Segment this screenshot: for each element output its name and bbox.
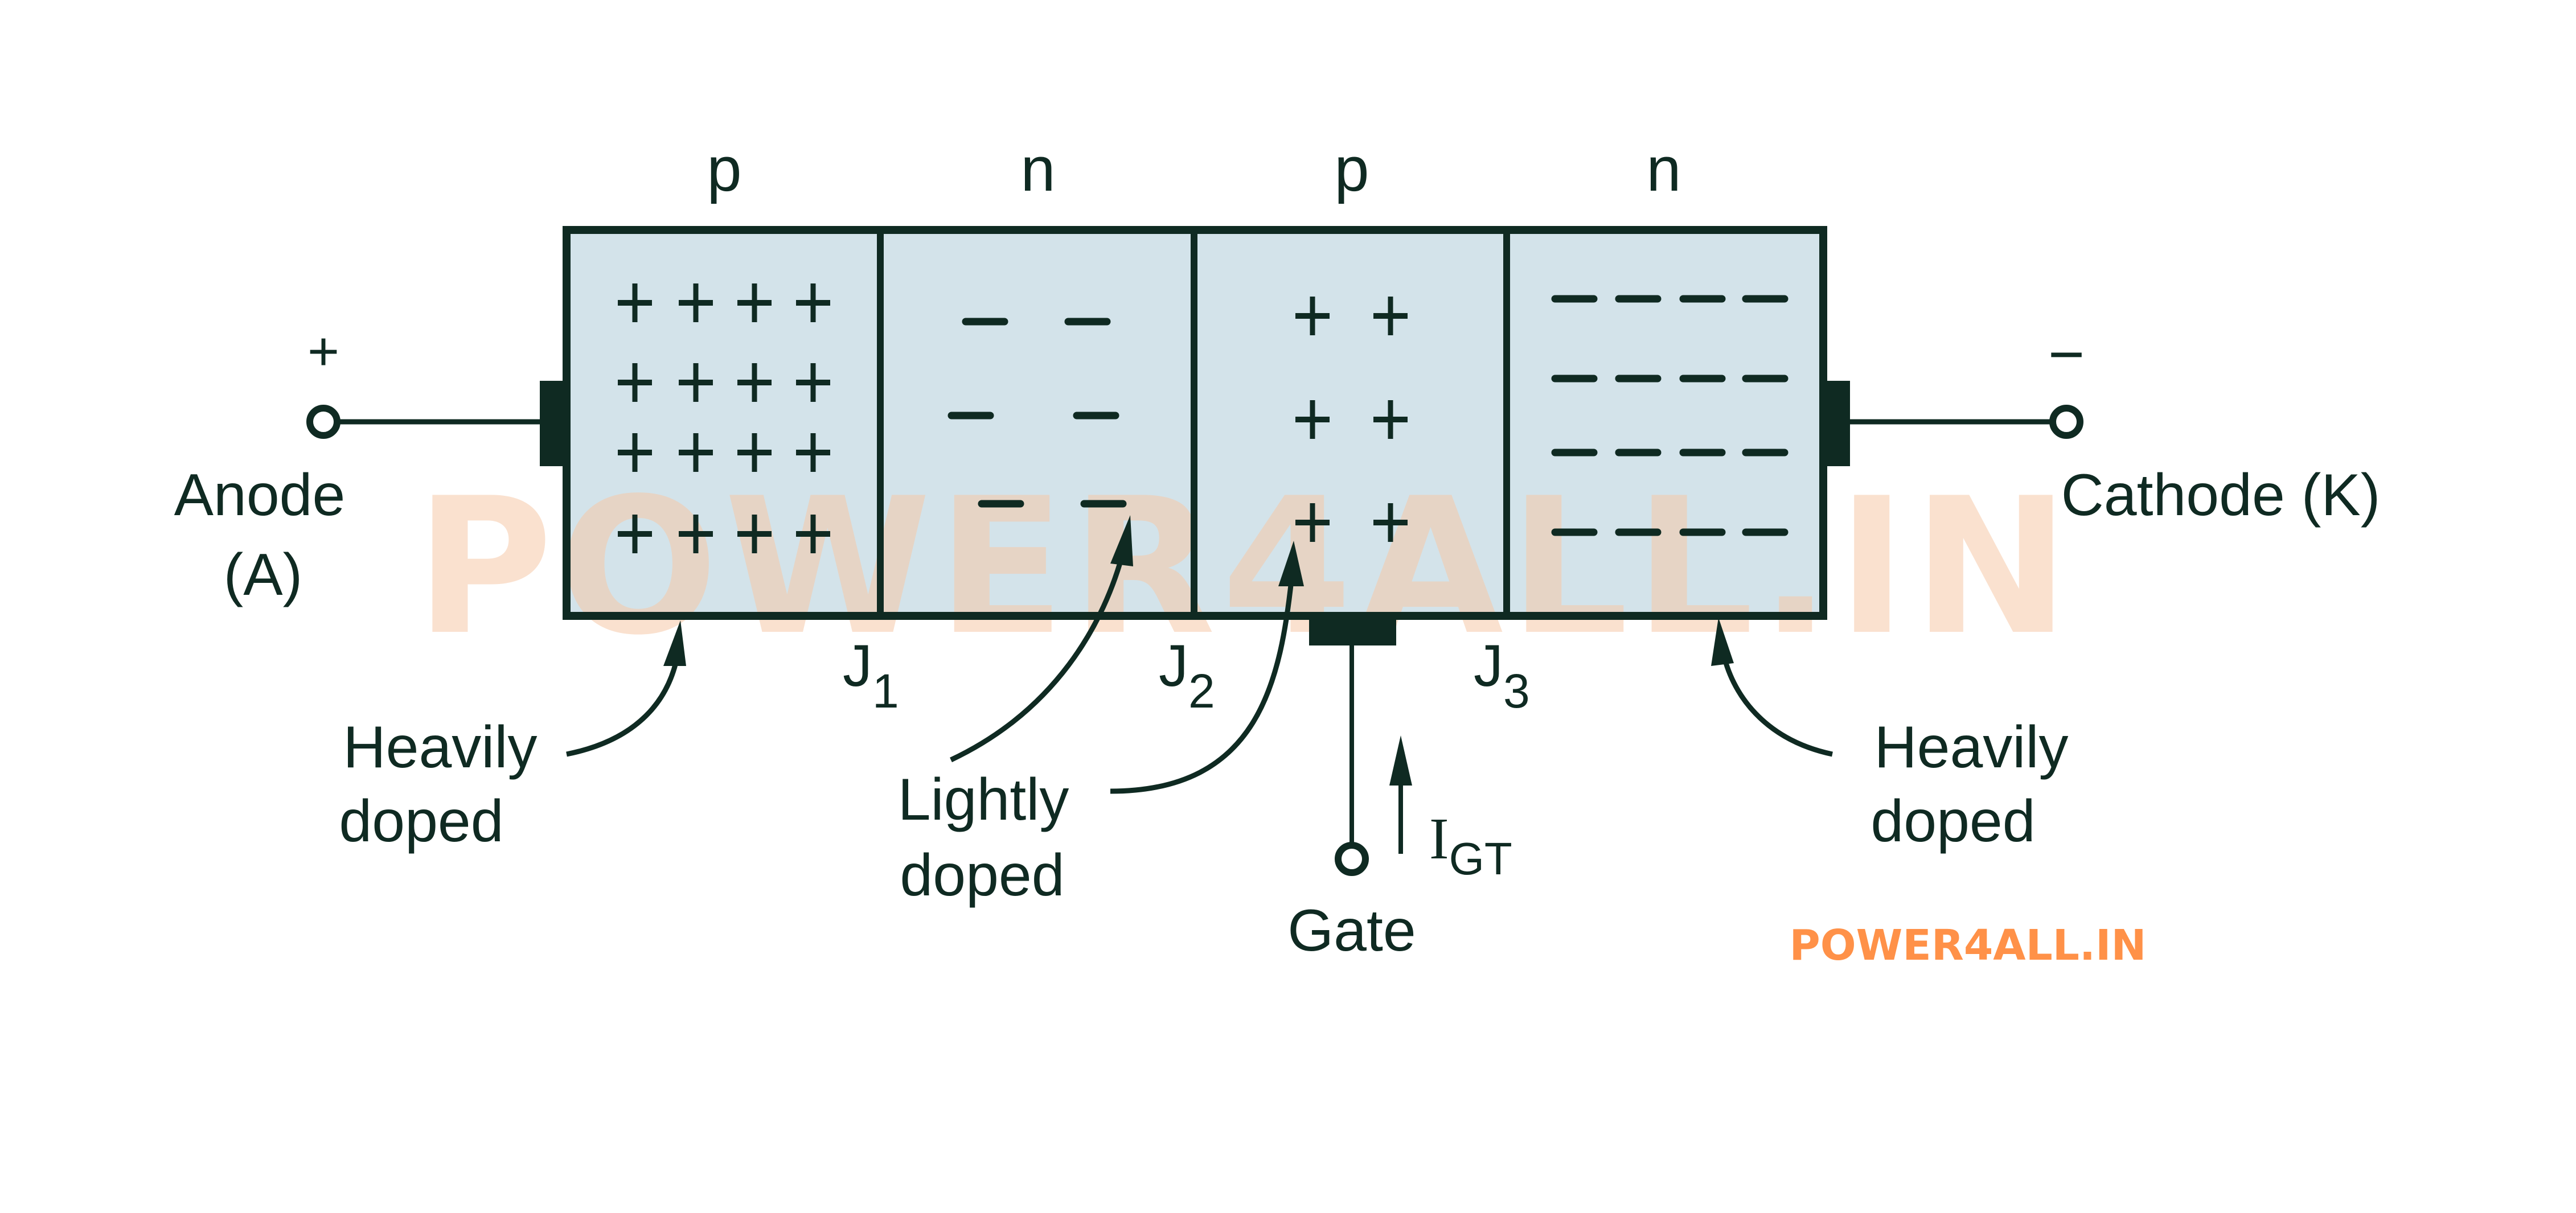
hole-plus-sign bbox=[1295, 400, 1330, 439]
hole-plus-sign bbox=[1373, 297, 1408, 335]
region-n2 bbox=[1507, 230, 1823, 616]
region-label-n1: n bbox=[1020, 134, 1055, 204]
annotation-arrowheads bbox=[663, 515, 1734, 666]
hole-plus-sign bbox=[796, 363, 830, 402]
gate-current-main: I bbox=[1429, 806, 1449, 871]
gate-terminal: Gate IGT bbox=[1287, 616, 1512, 964]
hole-plus-sign bbox=[796, 433, 830, 472]
annotation-heavily-doped-right-1: Heavily bbox=[1874, 714, 2069, 780]
hole-plus-sign bbox=[796, 283, 830, 322]
arrowhead-left bbox=[663, 620, 686, 666]
anode-terminal-circle bbox=[306, 405, 341, 439]
arrowhead-n bbox=[1110, 515, 1133, 566]
region-label-n2: n bbox=[1646, 134, 1681, 204]
arrow-heavily-doped-right bbox=[1720, 648, 1833, 757]
hole-plus-sign bbox=[618, 433, 652, 472]
region-p2 bbox=[1194, 230, 1507, 616]
hole-plus-sign bbox=[679, 433, 713, 472]
arrow-lightly-doped-p bbox=[1110, 569, 1295, 794]
anode-symbol: (A) bbox=[224, 542, 303, 608]
device-body bbox=[567, 230, 1823, 616]
annotation-lightly-doped-2: doped bbox=[900, 842, 1064, 908]
cathode-terminal: − Cathode (K) bbox=[1823, 319, 2380, 528]
hole-plus-sign bbox=[737, 515, 772, 553]
gate-current-label: IGT bbox=[1429, 806, 1512, 884]
region-label-p2: p bbox=[1334, 134, 1369, 204]
watermark-small: POWER4ALL.IN bbox=[1790, 921, 2147, 970]
annotation-heavily-doped-left-1: Heavily bbox=[343, 714, 538, 780]
anode-contact bbox=[540, 381, 567, 466]
annotation-arrows bbox=[566, 545, 1833, 794]
gate-label: Gate bbox=[1287, 898, 1416, 964]
hole-plus-sign bbox=[618, 283, 652, 322]
cathode-contact bbox=[1823, 381, 1850, 466]
anode-terminal: + Anode (A) bbox=[174, 321, 567, 608]
junction-label-j3: J3 bbox=[1474, 633, 1530, 718]
hole-plus-sign bbox=[1373, 400, 1408, 439]
anode-label: Anode bbox=[174, 462, 346, 528]
annotation-heavily-doped-left-2: doped bbox=[339, 788, 503, 854]
arrow-heavily-doped-left bbox=[566, 654, 680, 757]
annotation-heavily-doped-right-2: doped bbox=[1871, 788, 2035, 854]
gate-current-arrowhead bbox=[1389, 735, 1412, 786]
hole-plus-sign bbox=[1295, 297, 1330, 335]
cathode-polarity: − bbox=[2048, 319, 2085, 389]
hole-plus-sign bbox=[1373, 503, 1408, 542]
region-p1 bbox=[567, 230, 880, 616]
gate-current-sub: GT bbox=[1449, 833, 1512, 884]
cathode-terminal-circle bbox=[2049, 405, 2083, 439]
hole-plus-sign bbox=[618, 515, 652, 553]
cathode-label: Cathode (K) bbox=[2061, 462, 2381, 528]
annotation-lightly-doped-1: Lightly bbox=[898, 767, 1069, 833]
hole-plus-sign bbox=[618, 363, 652, 402]
hole-plus-sign bbox=[737, 283, 772, 322]
watermark-large: POWER4ALL.IN bbox=[415, 458, 2075, 676]
carrier-signs bbox=[618, 283, 1789, 553]
region-n1 bbox=[880, 230, 1194, 616]
region-label-p1: p bbox=[707, 134, 741, 204]
gate-terminal-circle bbox=[1335, 842, 1369, 876]
arrowhead-right bbox=[1711, 618, 1734, 666]
arrow-lightly-doped-n bbox=[950, 545, 1127, 763]
anode-polarity: + bbox=[307, 321, 339, 382]
gate-contact bbox=[1309, 616, 1396, 645]
junction-label-j1: J1 bbox=[843, 633, 899, 718]
hole-plus-sign bbox=[737, 363, 772, 402]
arrowhead-p bbox=[1278, 541, 1304, 586]
hole-plus-sign bbox=[1295, 503, 1330, 542]
hole-plus-sign bbox=[679, 515, 713, 553]
hole-plus-sign bbox=[679, 283, 713, 322]
hole-plus-sign bbox=[737, 433, 772, 472]
hole-plus-sign bbox=[796, 515, 830, 553]
hole-plus-sign bbox=[679, 363, 713, 402]
junction-label-j2: J2 bbox=[1159, 633, 1215, 718]
